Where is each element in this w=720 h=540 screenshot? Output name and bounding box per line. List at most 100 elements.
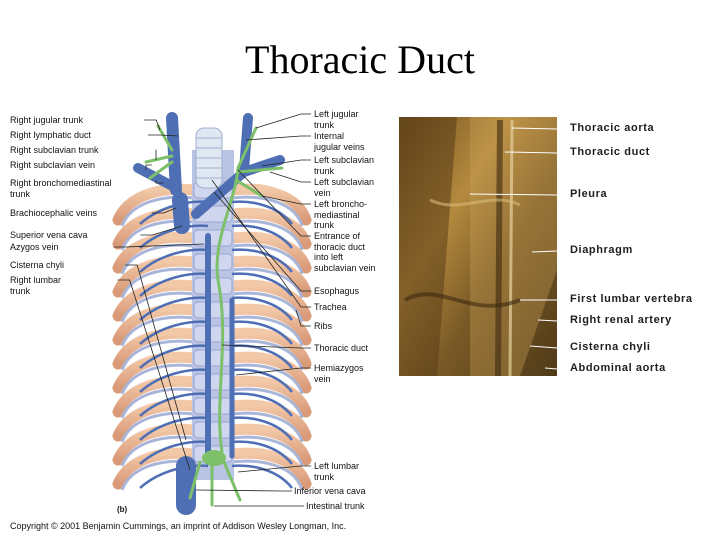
rib-shadow bbox=[120, 291, 195, 323]
photo-label-pleura: Pleura bbox=[570, 188, 608, 200]
rib-shadow bbox=[120, 435, 195, 467]
leader-superior-vena-cava bbox=[140, 225, 183, 236]
intercostal-vein bbox=[231, 272, 293, 297]
rib-shadow bbox=[120, 243, 195, 275]
rib-cage bbox=[112, 183, 312, 491]
vertebra bbox=[193, 277, 233, 295]
label-leaders bbox=[113, 113, 311, 507]
thoracic-duct bbox=[215, 166, 240, 454]
vertebra bbox=[193, 373, 233, 391]
intercostal-vein bbox=[139, 344, 209, 369]
cisterna-chyli-sac bbox=[202, 450, 226, 466]
label-left-jugular-trunk: Left jugular trunk bbox=[314, 109, 359, 130]
intercostal-vein bbox=[139, 272, 209, 297]
rib-shadow bbox=[231, 459, 304, 491]
photo-leader-pleura bbox=[469, 193, 558, 196]
intercostal-vein bbox=[139, 368, 209, 393]
leader-entrance-of-thoracic-duct-into-left-subclavian-vein bbox=[237, 169, 311, 237]
rib bbox=[226, 447, 312, 490]
cadaver-photo bbox=[399, 117, 558, 377]
lymphatic-illustration bbox=[112, 112, 312, 515]
leader-azygos-vein bbox=[113, 243, 205, 248]
rib bbox=[226, 399, 312, 442]
rib bbox=[226, 303, 312, 346]
photo-label-cisterna-chyli: Cisterna chyli bbox=[570, 341, 651, 353]
rib-shadow bbox=[231, 435, 304, 467]
right-lumbar-trunk bbox=[188, 460, 202, 500]
photo-leader-cisterna-chyli bbox=[529, 345, 558, 349]
intercostal-vein bbox=[231, 248, 293, 273]
intercostal-vein bbox=[231, 392, 293, 417]
leader-thoracic-duct bbox=[221, 344, 311, 349]
right-internal-jugular-vein bbox=[166, 112, 182, 196]
rib bbox=[226, 351, 312, 394]
rib-shadow bbox=[231, 315, 304, 347]
rib-shadow bbox=[231, 243, 304, 275]
label-entrance-of-thoracic-duct-into-left-subclavian-vein: Entrance of thoracic duct into left subc… bbox=[314, 231, 376, 273]
rib-shadow bbox=[120, 267, 195, 299]
leader-left-broncho-mediastinal-trunk bbox=[261, 195, 311, 205]
leader-left-subclavian-vein bbox=[269, 171, 311, 183]
label-esophagus: Esophagus bbox=[314, 286, 360, 296]
label-intestinal-trunk: Intestinal trunk bbox=[306, 501, 365, 511]
intercostal-vein bbox=[139, 224, 209, 249]
photo-label-diaphragm: Diaphragm bbox=[570, 244, 633, 256]
rib-shadow bbox=[120, 387, 195, 419]
intercostal-vein bbox=[231, 224, 293, 249]
label-right-subclavian-trunk: Right subclavian trunk bbox=[10, 145, 99, 155]
rib-shadow bbox=[231, 339, 304, 371]
leader-right-bronchomediastinal-trunk bbox=[155, 180, 164, 184]
photo-label-right-renal-artery: Right renal artery bbox=[570, 314, 672, 326]
rib-shadow bbox=[120, 411, 195, 443]
photo-label-thoracic-aorta: Thoracic aorta bbox=[570, 122, 655, 134]
lymph-vessels bbox=[144, 124, 284, 507]
copyright-notice: Copyright © 2001 Benjamin Cummings, an i… bbox=[10, 521, 347, 531]
leader-inferior-vena-cava bbox=[195, 489, 292, 492]
rib-shadow bbox=[231, 291, 304, 323]
label-right-bronchomediastinal-trunk: Right bronchomediastinal trunk bbox=[10, 178, 112, 199]
leader-brachiocephalic-veins bbox=[151, 207, 177, 214]
rib bbox=[226, 375, 312, 418]
left-bronchomediastinal-trunk bbox=[234, 178, 264, 198]
photo-label-thoracic-duct: Thoracic duct bbox=[570, 146, 650, 158]
label-left-lumbar-trunk: Left lumbar trunk bbox=[314, 461, 360, 482]
label-trachea: Trachea bbox=[314, 302, 347, 312]
rib-shadow bbox=[231, 387, 304, 419]
intercostal-vein bbox=[231, 368, 293, 393]
label-cisterna-chyli: Cisterna chyli bbox=[10, 260, 65, 270]
leader-right-lymphatic-duct bbox=[148, 134, 179, 137]
rib-shadow bbox=[120, 363, 195, 395]
photo-leader-diaphragm bbox=[531, 250, 558, 253]
label-right-jugular-trunk: Right jugular trunk bbox=[10, 115, 84, 125]
vertebra bbox=[193, 349, 233, 367]
rib bbox=[226, 183, 312, 226]
leader-internal-jugular-veins bbox=[245, 135, 311, 141]
right-bronchomediastinal-trunk bbox=[148, 160, 174, 180]
label-right-lumbar-trunk: Right lumbar trunk bbox=[10, 275, 62, 296]
label-thoracic-duct: Thoracic duct bbox=[314, 343, 369, 353]
panel-letter: (b) bbox=[117, 505, 128, 514]
right-subclavian-vein bbox=[133, 163, 181, 193]
intercostal-vein bbox=[231, 440, 293, 465]
right-subclavian-trunk bbox=[144, 154, 174, 164]
photo-label-leaders bbox=[469, 127, 558, 370]
vertebra bbox=[193, 421, 233, 439]
vertebra bbox=[193, 229, 233, 247]
rib-shadow bbox=[120, 315, 195, 347]
trachea bbox=[195, 127, 223, 189]
intercostal-vein bbox=[231, 416, 293, 441]
label-right-lymphatic-duct: Right lymphatic duct bbox=[10, 130, 92, 140]
rib-shadow bbox=[231, 195, 304, 227]
leader-left-jugular-trunk bbox=[255, 113, 311, 129]
leader-right-jugular-trunk bbox=[144, 119, 161, 131]
vertebra bbox=[193, 301, 233, 319]
intercostal-vein bbox=[231, 200, 293, 225]
photo-leader-abdominal-aorta bbox=[544, 367, 558, 370]
photo-label-abdominal-aorta: Abdominal aorta bbox=[570, 362, 666, 374]
photo-leader-thoracic-duct bbox=[504, 151, 558, 154]
rib bbox=[112, 183, 200, 226]
left-subclavian-trunk bbox=[236, 166, 284, 174]
left-jugular-trunk bbox=[236, 126, 258, 170]
label-left-subclavian-vein: Left subclavian vein bbox=[314, 177, 375, 198]
